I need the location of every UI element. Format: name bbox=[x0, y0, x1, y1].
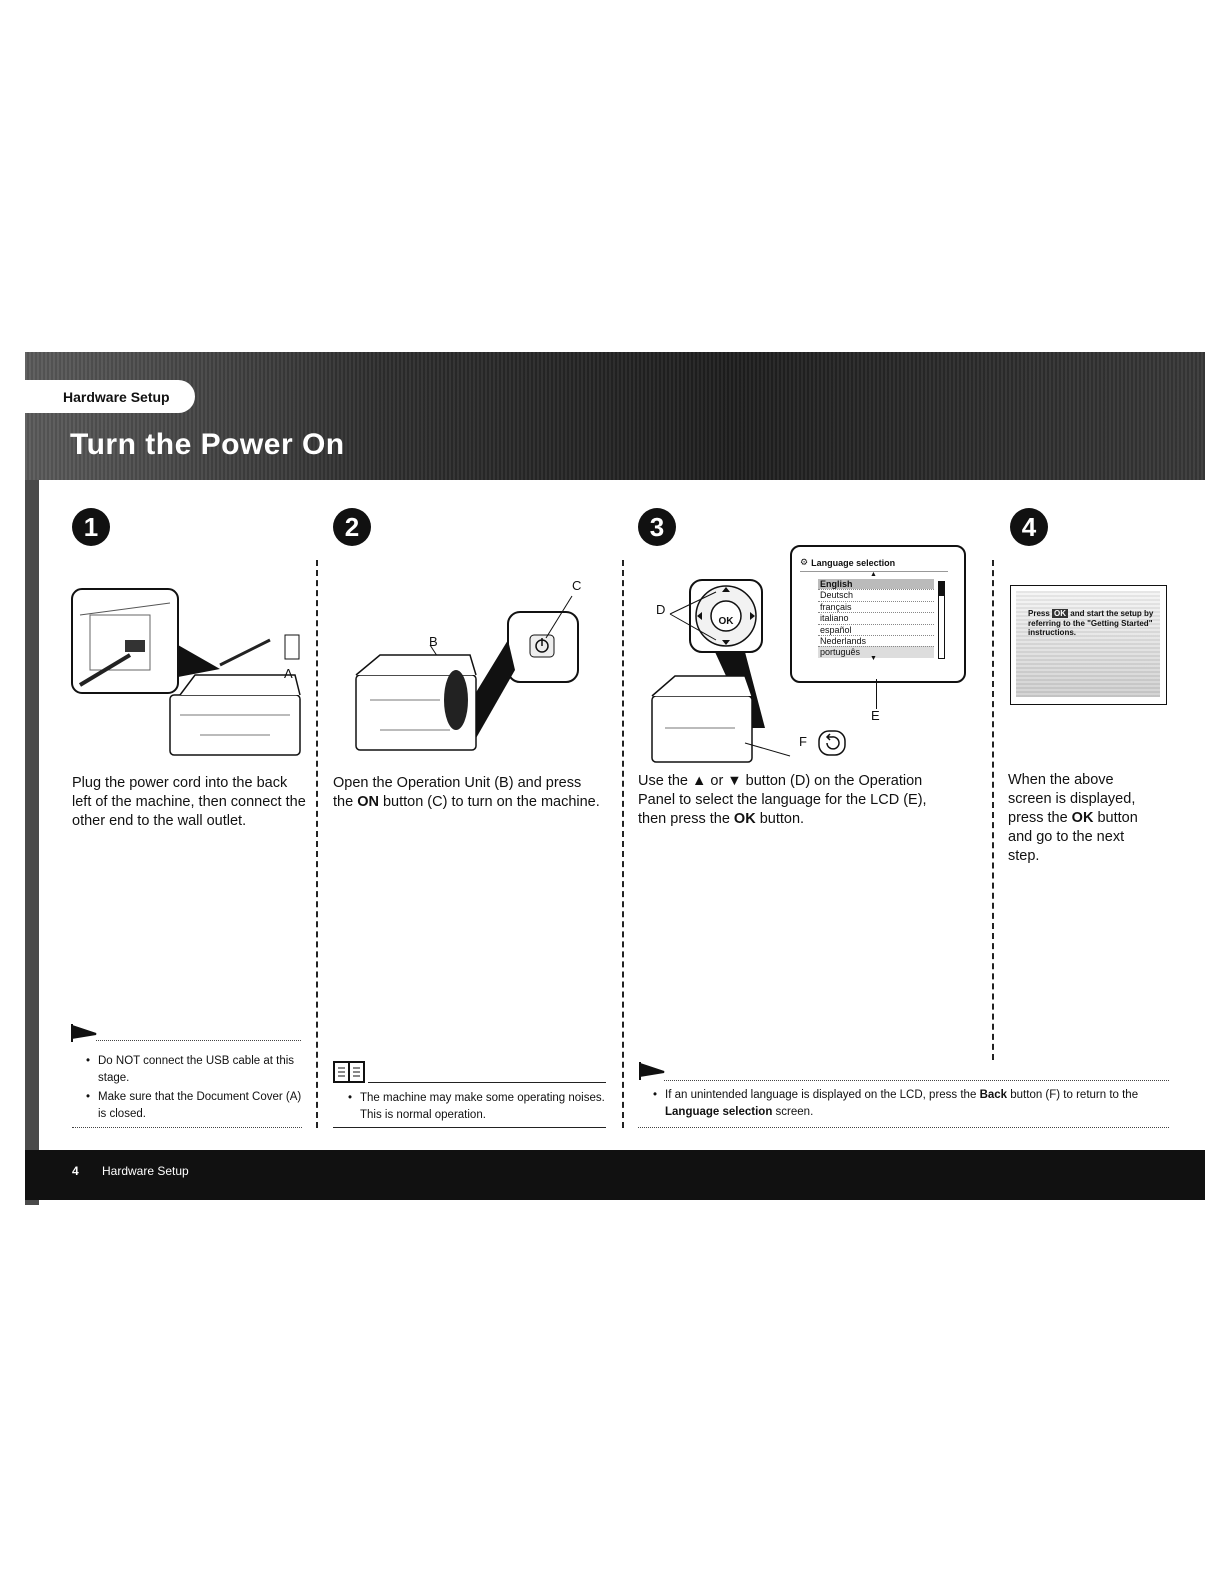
step-2-text-part: button (C) to turn on the machine. bbox=[378, 794, 600, 810]
step-3-caution-notes: If an unintended language is displayed o… bbox=[651, 1087, 1176, 1123]
step-3-text-part: Use the ▲ or ▼ button (D) on the Operati… bbox=[638, 773, 927, 827]
step-2-info-notes: The machine may make some operating nois… bbox=[346, 1090, 606, 1126]
ok-button: OK bbox=[718, 615, 734, 627]
column-divider-1 bbox=[316, 560, 318, 1128]
step-1-note-2: Make sure that the Document Cover (A) is… bbox=[86, 1089, 304, 1123]
lcd-language-item: Nederlands bbox=[818, 635, 934, 646]
step-4-text: When the above screen is displayed, pres… bbox=[1008, 771, 1158, 866]
step-1-number: 1 bbox=[72, 508, 110, 546]
note-text-part: button (F) to return to the bbox=[1007, 1089, 1139, 1101]
column-divider-3 bbox=[992, 560, 994, 1060]
settings-icon: ⚙ bbox=[800, 557, 809, 567]
screen-text-part: and start the setup by referring to the … bbox=[1028, 609, 1154, 637]
ok-button-label: OK bbox=[1071, 810, 1094, 826]
callout-d: D bbox=[656, 602, 666, 617]
lcd-title: Language selection bbox=[811, 557, 896, 568]
step-4-screen-message: Press OK and start the setup by referrin… bbox=[1028, 609, 1154, 638]
caution-flag-icon bbox=[71, 1024, 97, 1042]
back-button-label: Back bbox=[979, 1089, 1008, 1101]
note-text-part: If an unintended language is displayed o… bbox=[665, 1089, 980, 1101]
lcd-language-item: español bbox=[818, 623, 934, 635]
lcd-scroll-down-icon: ▼ bbox=[870, 655, 877, 662]
callout-a: A bbox=[284, 666, 293, 681]
step-3-note-rule-bottom bbox=[638, 1127, 1169, 1128]
step-4-screen: Press OK and start the setup by referrin… bbox=[1016, 591, 1160, 697]
back-button-icon bbox=[818, 730, 846, 756]
lcd-language-item: Deutsch bbox=[818, 589, 934, 600]
step-1-note-rule-top bbox=[96, 1040, 301, 1041]
step-3-illustration bbox=[651, 579, 791, 763]
on-button-label: ON bbox=[357, 794, 379, 810]
lcd-language-list: English Deutsch français italiano españo… bbox=[818, 579, 934, 658]
step-2-note-1: The machine may make some operating nois… bbox=[348, 1090, 606, 1124]
step-4-text-part: When the above screen is displayed, pres… bbox=[1008, 772, 1136, 826]
lcd-scroll-up-icon: ▲ bbox=[870, 571, 877, 578]
step-3-number: 3 bbox=[638, 508, 676, 546]
lcd-language-item-selected: English bbox=[818, 579, 934, 590]
page-number: 4 bbox=[72, 1164, 79, 1178]
ok-button-label: OK bbox=[733, 811, 756, 827]
header-band bbox=[25, 352, 1205, 480]
step-2-note-rule-top bbox=[368, 1082, 606, 1083]
callout-e-line bbox=[876, 679, 877, 709]
step-2-note-rule-bottom bbox=[333, 1127, 606, 1128]
step-2-number: 2 bbox=[333, 508, 371, 546]
left-rail bbox=[25, 480, 39, 1205]
screen-text-part: Press bbox=[1028, 609, 1053, 618]
step-1-note-rule-bottom bbox=[72, 1127, 302, 1128]
manual-book-icon bbox=[333, 1061, 365, 1083]
step-1-text: Plug the power cord into the back left o… bbox=[72, 775, 306, 829]
step-3-note-rule-top bbox=[664, 1080, 1169, 1081]
section-tab: Hardware Setup bbox=[25, 380, 195, 413]
language-selection-label: Language selection bbox=[665, 1106, 773, 1118]
footer-band bbox=[25, 1150, 1205, 1200]
step-1-illustration bbox=[71, 588, 301, 756]
step-1-note-1: Do NOT connect the USB cable at this sta… bbox=[86, 1053, 304, 1087]
step-2-text-part: Open the Operation Unit (B) and press th… bbox=[333, 775, 582, 810]
step-1-caution-notes: Do NOT connect the USB cable at this sta… bbox=[84, 1053, 304, 1125]
lcd-scrollbar bbox=[938, 581, 945, 659]
callout-f: F bbox=[799, 734, 807, 749]
caution-flag-icon bbox=[639, 1062, 665, 1080]
step-3-text: Use the ▲ or ▼ button (D) on the Operati… bbox=[638, 772, 958, 829]
lcd-language-item: italiano bbox=[818, 612, 934, 623]
step-2-illustration bbox=[355, 595, 579, 751]
lcd-title-rule bbox=[800, 571, 948, 572]
callout-c: C bbox=[572, 578, 582, 593]
step-4-screen-frame: Press OK and start the setup by referrin… bbox=[1010, 585, 1167, 705]
lcd-language-item: português bbox=[818, 646, 934, 658]
step-3-note-1: If an unintended language is displayed o… bbox=[653, 1087, 1176, 1121]
lcd-title-row: ⚙ Language selection bbox=[800, 557, 895, 568]
note-text-part: screen. bbox=[772, 1106, 814, 1118]
step-2-text: Open the Operation Unit (B) and press th… bbox=[333, 774, 603, 812]
screen-ok-button: OK bbox=[1052, 609, 1069, 618]
lcd-screen: ⚙ Language selection ▲ English Deutsch f… bbox=[790, 545, 966, 683]
footer-label: Hardware Setup bbox=[102, 1164, 189, 1178]
step-3-text-part: button. bbox=[755, 811, 805, 827]
callout-b: B bbox=[429, 634, 438, 649]
callout-e: E bbox=[871, 708, 880, 723]
column-divider-2 bbox=[622, 560, 624, 1128]
lcd-language-item: français bbox=[818, 600, 934, 612]
lcd-scrollbar-thumb bbox=[939, 582, 944, 596]
step-4-text-part: button and go to the next step. bbox=[1008, 810, 1138, 864]
section-label: Hardware Setup bbox=[63, 388, 170, 405]
step-4-number: 4 bbox=[1010, 508, 1048, 546]
page-title: Turn the Power On bbox=[70, 428, 345, 461]
